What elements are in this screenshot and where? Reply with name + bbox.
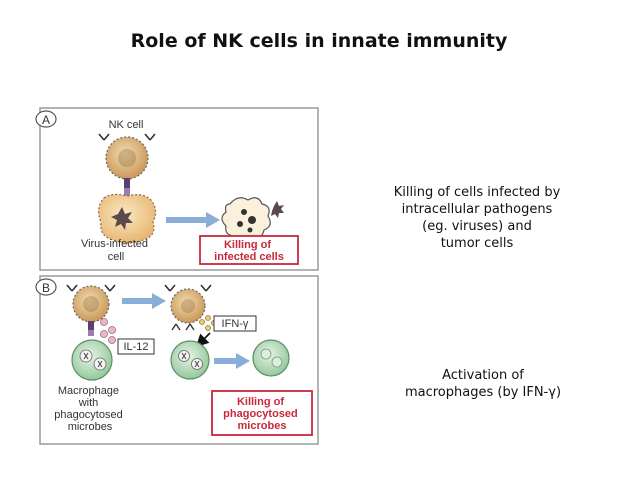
macrophage-label-line3: phagocytosed [54, 409, 123, 421]
virus-infected-cell [98, 193, 157, 244]
caption-activation: Activation of macrophages (by IFN-γ) [404, 368, 562, 400]
macrophage-label-line4: microbes [68, 421, 113, 433]
panel-a-marker [35, 110, 57, 128]
macrophage-b2 [170, 340, 210, 380]
il12-box [117, 338, 155, 355]
panel-b-result: Killing of phagocytosed microbes [223, 396, 301, 432]
caption-killing: Killing of cells infected by intracellul… [393, 185, 561, 251]
macrophage-b1 [71, 339, 113, 381]
nk-cell-b2 [164, 284, 212, 331]
ifn-gamma-label: IFN-γ [222, 318, 249, 330]
panel-a-arrow [166, 212, 220, 228]
activating-receptor [124, 178, 130, 196]
panel-b-result-line2: phagocytosed [223, 408, 298, 420]
panel-a-result-line1: Killing of [224, 239, 271, 251]
il12-cytokines [100, 318, 116, 344]
nk-cell-label: NK cell [109, 119, 144, 131]
panel-b-result-line3: microbes [238, 420, 287, 432]
panel-b-arrow-bottom [214, 353, 250, 369]
panel-a: A NK cell Virus-infected cell [35, 107, 319, 271]
panel-b-result-line1: Killing of [237, 396, 284, 408]
panel-b-marker-text: B [42, 281, 50, 295]
macrophage-label-line1: Macrophage [58, 385, 119, 397]
virus-infected-label-line2: cell [108, 251, 125, 263]
panel-a-result: Killing of infected cells [214, 239, 284, 263]
ifn-gamma-box [213, 315, 257, 332]
macrophage-b3 [252, 339, 290, 377]
virus-infected-label: Virus-infected cell [81, 238, 151, 263]
panel-b-arrow-top [122, 293, 166, 309]
panel-a-result-box [199, 235, 299, 265]
slide-title: Role of NK cells in innate immunity [130, 30, 508, 52]
panel-b-result-box [211, 390, 313, 436]
panel-b-marker [35, 278, 57, 296]
virus-infected-label-line1: Virus-infected [81, 238, 148, 250]
macrophage-label-line2: with [78, 397, 99, 409]
panel-b: B IL-12 Macrophage with [35, 275, 319, 445]
panel-a-result-line2: infected cells [214, 251, 284, 263]
macrophage-label: Macrophage with phagocytosed microbes [54, 385, 126, 433]
panel-a-marker-text: A [42, 113, 50, 127]
ifn-gamma-pointer [195, 332, 211, 348]
nk-cell-b1 [66, 284, 116, 336]
il12-label: IL-12 [123, 341, 148, 353]
